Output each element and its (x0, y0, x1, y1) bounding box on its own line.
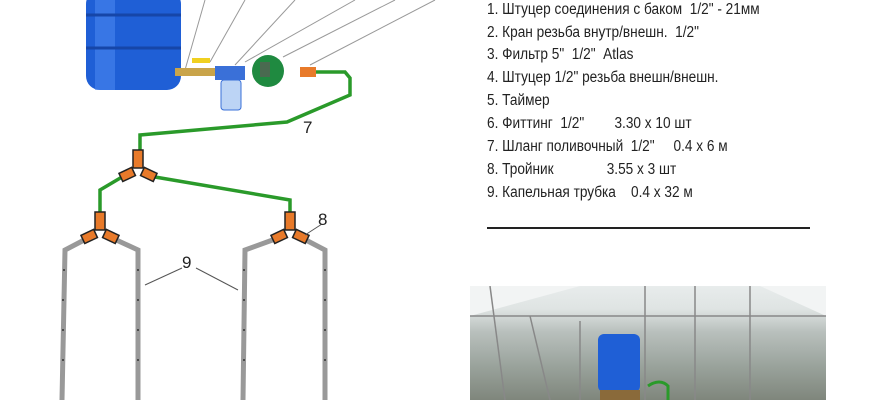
drip-holes (62, 269, 326, 361)
parts-list-item: 3. Фильтр 5" 1/2" Atlas (487, 46, 634, 63)
parts-list-item: 2. Кран резьба внутр/внешн. 1/2" (487, 24, 699, 41)
drip-tubes (59, 235, 328, 400)
parts-list-item: 4. Штуцер 1/2" резьба внешн/внешн. (487, 69, 719, 86)
filter (215, 66, 245, 111)
tee-connectors (79, 149, 311, 245)
parts-list-item: 9. Капельная трубка 0.4 x 32 м (487, 184, 693, 201)
photo-barrel (598, 334, 640, 392)
greenhouse-photo (470, 286, 826, 400)
parts-list-item: 7. Шланг поливочный 1/2" 0.4 x 6 м (487, 138, 728, 155)
water-barrel (86, 0, 181, 90)
callout-drip: 9 (182, 253, 192, 272)
parts-list-item: 5. Таймер (487, 92, 550, 109)
leader-lines (184, 0, 436, 71)
fitting (300, 67, 316, 77)
garden-hose (138, 70, 352, 160)
valve (175, 68, 215, 76)
divider (487, 227, 810, 229)
timer (252, 55, 284, 87)
callout-hose: 7 (303, 118, 313, 137)
parts-list-item: 8. Тройник 3.55 x 3 шт (487, 161, 677, 178)
callout-tee: 8 (318, 210, 328, 229)
parts-list-item: 1. Штуцер соединения с баком 1/2" - 21мм (487, 1, 760, 18)
parts-list-item: 6. Фиттинг 1/2" 3.30 x 10 шт (487, 115, 692, 132)
